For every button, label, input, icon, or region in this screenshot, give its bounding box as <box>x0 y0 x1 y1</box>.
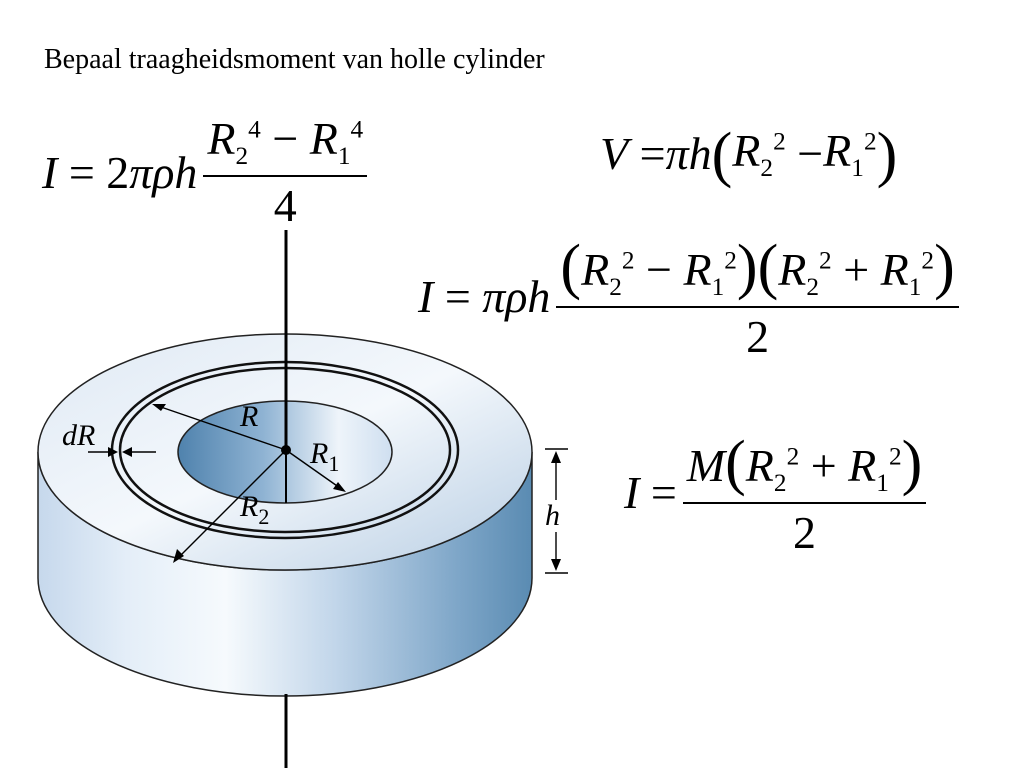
eq1-numerator: R24 − R14 <box>203 112 368 178</box>
page-title: Bepaal traagheidsmoment van holle cylind… <box>44 44 545 75</box>
label-R: R <box>239 400 258 433</box>
equation-inertia-expanded: I = πρh (R22 − R12)(R22 + R12) 2 <box>418 230 959 363</box>
label-h: h <box>545 499 560 532</box>
eq1-lhs: I = 2πρh <box>42 146 198 198</box>
label-dR: dR <box>62 419 95 452</box>
eq4-numerator: M(R22 + R12) <box>682 426 927 505</box>
equation-volume: V = πh(R22 − R12) <box>600 121 898 189</box>
equation-inertia-mass: I = M(R22 + R12) 2 <box>624 426 927 559</box>
eq1-denominator: 4 <box>273 180 297 232</box>
eq4-denominator: 2 <box>793 507 817 559</box>
eq3-denominator: 2 <box>746 311 770 363</box>
eq3-fraction: (R22 − R12)(R22 + R12) 2 <box>556 230 959 363</box>
eq3-numerator: (R22 − R12)(R22 + R12) <box>556 230 959 309</box>
equation-inertia-integral: I = 2πρh R24 − R14 4 <box>42 112 368 232</box>
eq1-fraction: R24 − R14 4 <box>203 112 368 232</box>
eq4-lhs: I = <box>624 467 677 519</box>
eq4-fraction: M(R22 + R12) 2 <box>682 426 927 559</box>
eq3-lhs: I = πρh <box>418 271 551 323</box>
